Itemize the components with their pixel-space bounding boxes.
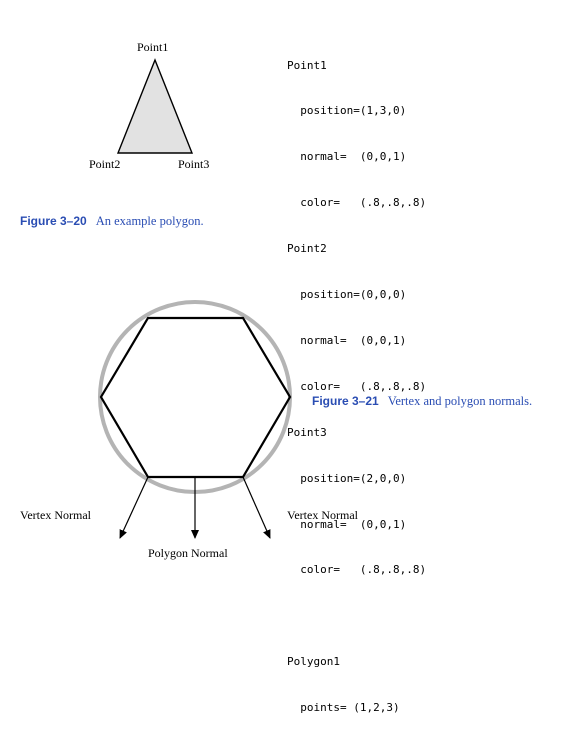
code-line: Point1	[287, 58, 327, 72]
code-line: position=(0,0,0)	[287, 288, 407, 302]
code-line: points= (1,2,3)	[287, 701, 400, 715]
figure-3-21-caption: Figure 3–21 Vertex and polygon normals.	[312, 392, 532, 410]
code-line: position=(1,3,0)	[287, 104, 407, 118]
code-line: color= (.8,.8,.8)	[287, 196, 427, 210]
vertex-normal-right-arrow	[242, 476, 271, 539]
code-line	[287, 608, 426, 623]
code-line: color= (.8,.8,.8)	[287, 379, 427, 393]
vertex-normal-left-label: Vertex Normal	[20, 508, 91, 522]
curved-surface-circle	[98, 300, 292, 494]
code-line: Point2	[287, 242, 327, 256]
figure-3-21-diagram	[98, 300, 292, 539]
point1-label: Point1	[137, 40, 169, 54]
code-line: Point3	[287, 425, 327, 439]
figure-3-20-diagram	[116, 58, 194, 154]
figure-3-20-caption: Figure 3–20 An example polygon.	[20, 212, 204, 230]
polygon-triangle	[116, 58, 194, 154]
caption-label: Figure 3–20	[20, 214, 87, 228]
caption-text: An example polygon.	[95, 214, 204, 228]
point3-label: Point3	[178, 157, 210, 171]
vertex-normal-left-arrow	[119, 476, 149, 539]
code-line: position=(2,0,0)	[287, 471, 407, 485]
hexagon-polygon	[99, 316, 292, 479]
caption-label: Figure 3–21	[312, 394, 379, 408]
caption-text: Vertex and polygon normals.	[387, 394, 533, 408]
polygon-normal-label: Polygon Normal	[148, 546, 228, 560]
code-line: normal= (0,0,1)	[287, 517, 407, 531]
code-line: normal= (0,0,1)	[287, 333, 407, 347]
code-line: normal= (0,0,1)	[287, 150, 407, 164]
code-line: Polygon1	[287, 655, 340, 669]
vertex-normal-right-label: Vertex Normal	[287, 508, 358, 522]
point2-label: Point2	[89, 157, 121, 171]
